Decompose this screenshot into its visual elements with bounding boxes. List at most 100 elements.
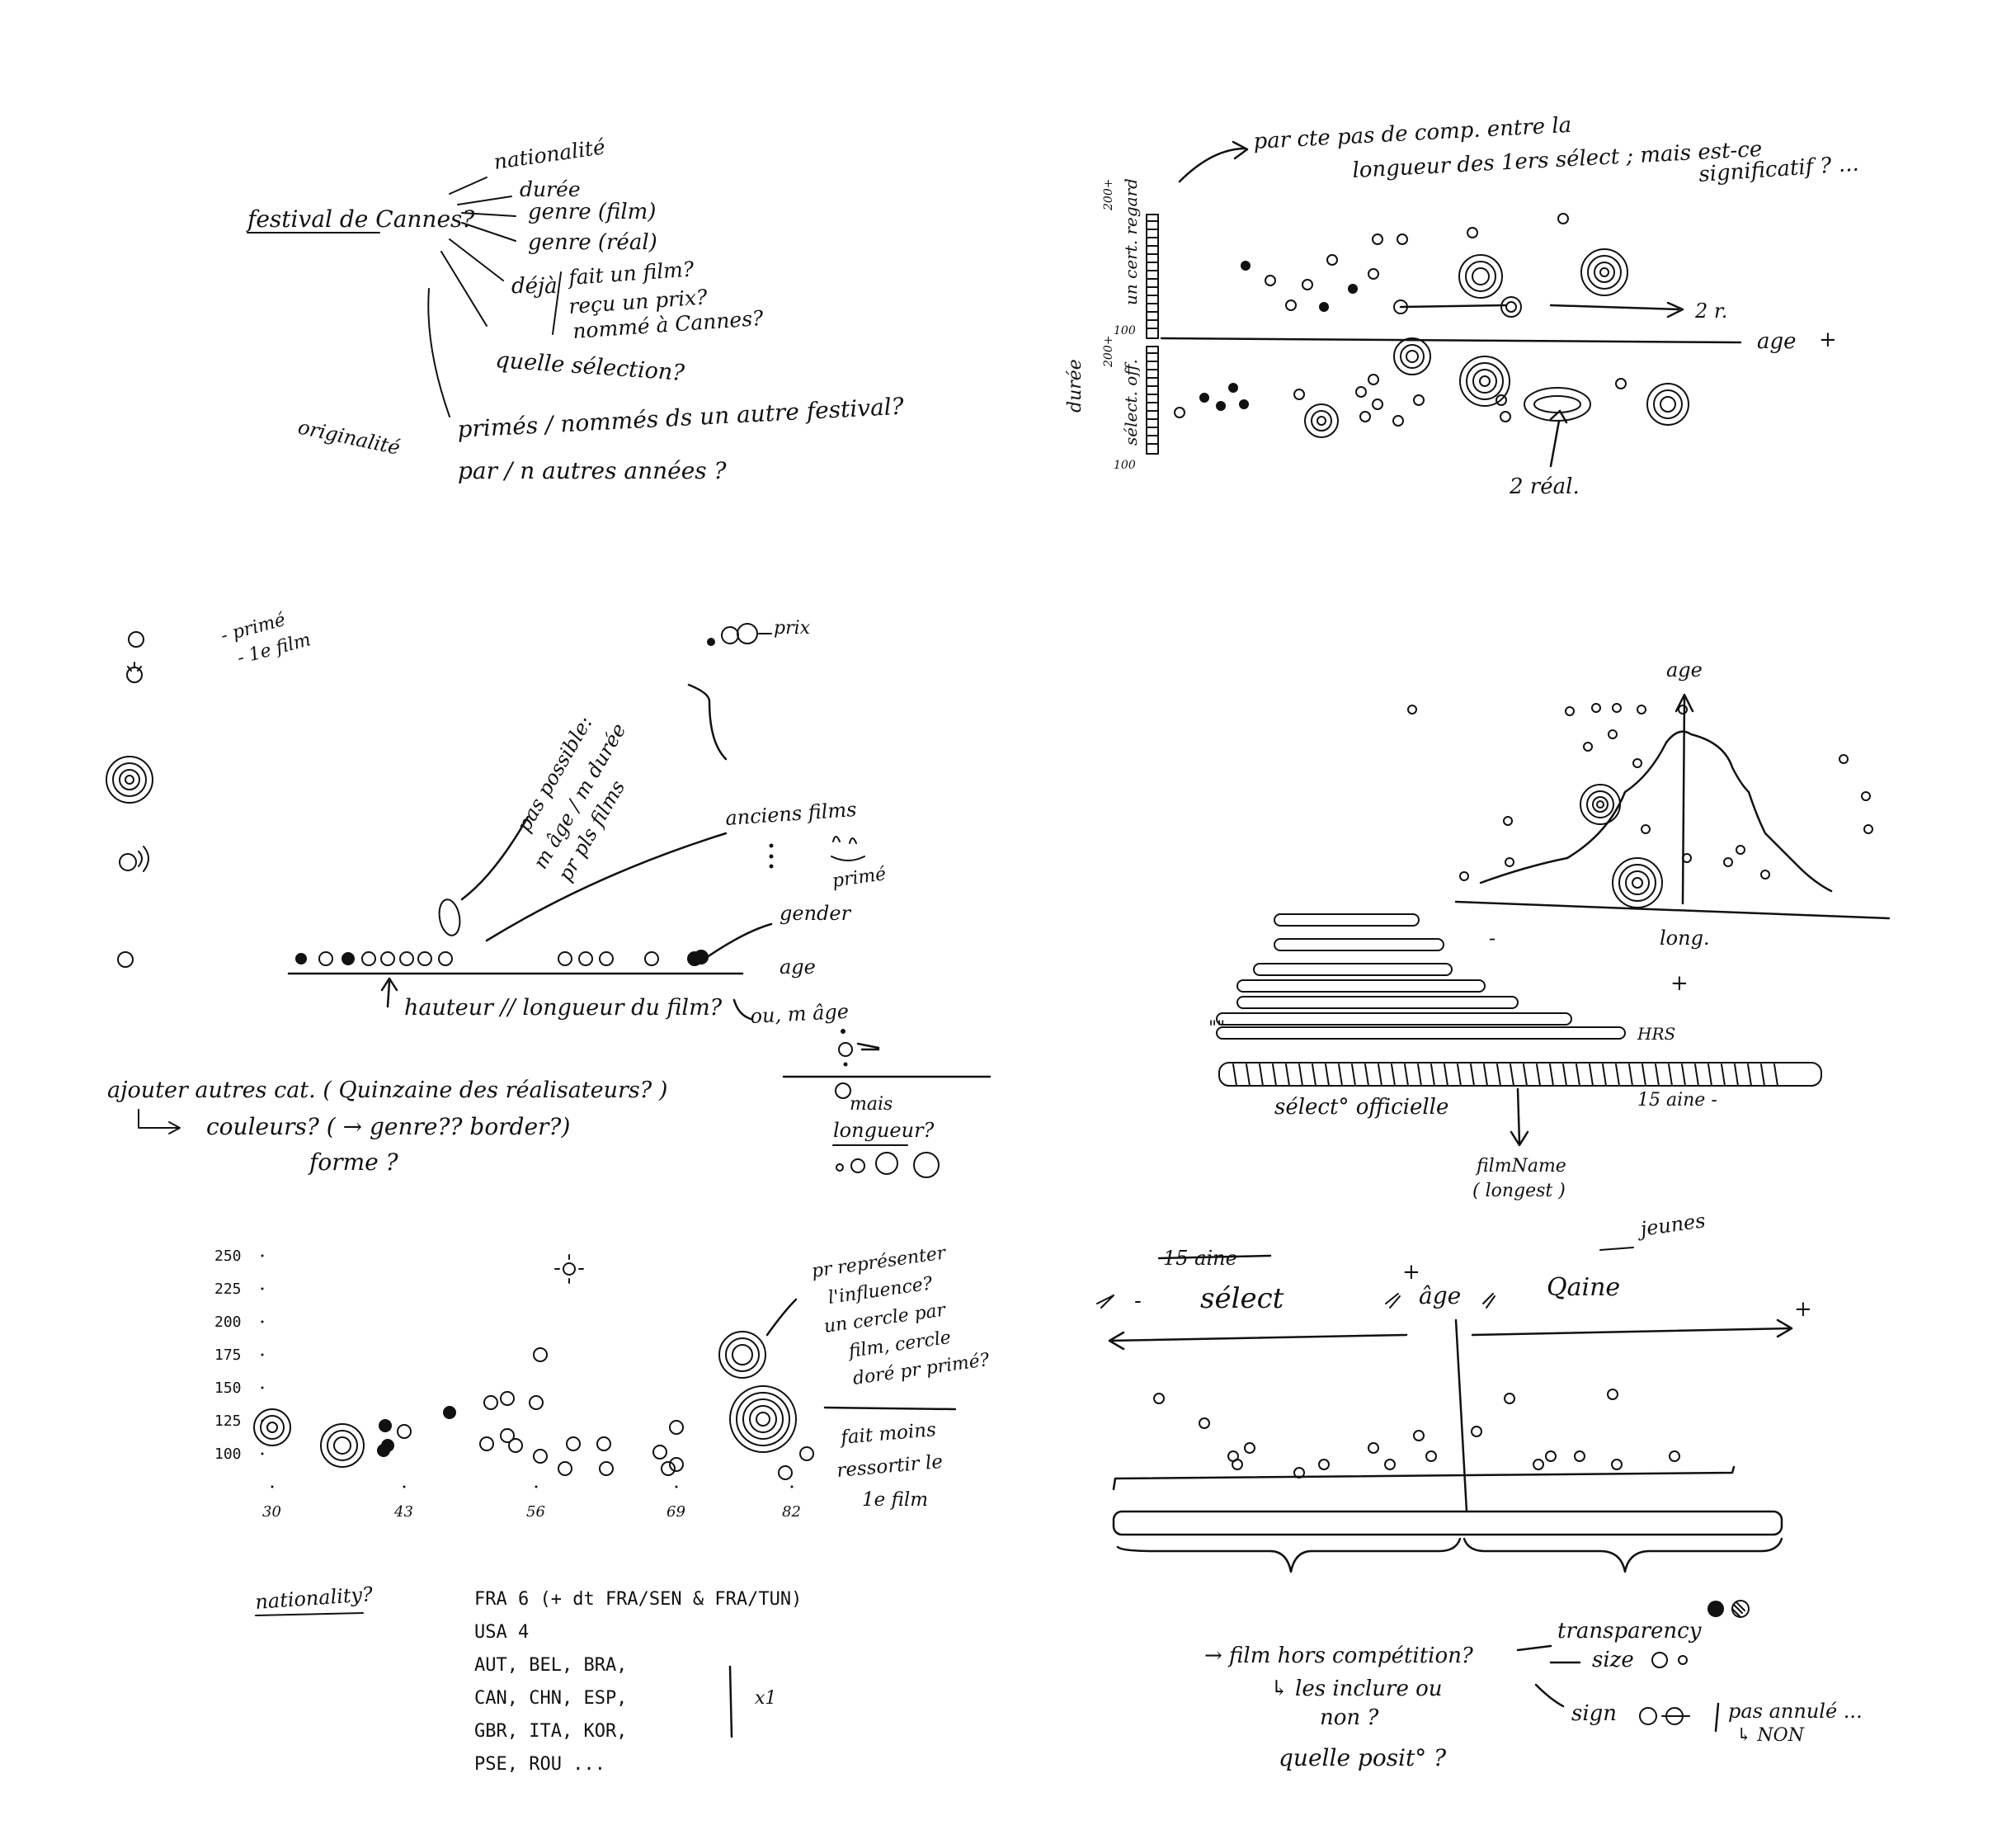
top-film-ring: [1458, 254, 1503, 299]
p6-scatter: [1153, 1389, 1680, 1479]
p4-point: [1678, 705, 1688, 714]
label-select: sélect. off.: [1121, 359, 1141, 446]
nat-row-1: FRA 6 (+ dt FRA/SEN & FRA/TUN): [474, 1589, 802, 1610]
timeline-dot: [644, 951, 659, 966]
ou-m-age-symbols: [782, 1029, 992, 1099]
bottom-film-mark: [1496, 394, 1507, 406]
scatter-top-marks: [1241, 213, 1628, 318]
p4-tick: [1417, 1063, 1422, 1087]
p5-ring: [725, 1337, 760, 1372]
p5-y-tick-dot: [261, 1386, 264, 1389]
p5-mark: [533, 1449, 548, 1464]
top-film-ring: [1505, 301, 1517, 313]
top-film-ring: [1465, 261, 1496, 292]
top-film-ring: [1393, 299, 1408, 314]
timeline-dot: [578, 951, 593, 966]
p4-bar: [1216, 1026, 1626, 1040]
p4-timeline-bar: [1218, 1062, 1822, 1087]
age-axis: [1160, 337, 1742, 344]
timeline-dot: [599, 951, 614, 966]
p6-point: [1368, 1442, 1379, 1454]
bottom-film-ring: [1466, 362, 1504, 400]
p5-mark: [529, 1395, 544, 1410]
p4-point: [1591, 703, 1601, 713]
p5-note2-3: 1e film: [862, 1489, 928, 1511]
p4-tick: [1325, 1063, 1330, 1087]
timeline-dot: [438, 951, 453, 966]
age-axis-label: age: [1757, 329, 1797, 354]
duration-bar-ticks: [1146, 220, 1159, 445]
p5-y-tick: 225: [214, 1280, 242, 1298]
p6-point: [1669, 1450, 1680, 1462]
jeunes-label: jeunes: [1635, 1209, 1707, 1241]
timeline-dots: [295, 950, 709, 966]
split-arrows: [1096, 1293, 1793, 1513]
p5-y-tick: 175: [214, 1346, 242, 1364]
bottom-film-mark: [1368, 374, 1379, 385]
p4-tick: [1523, 1063, 1528, 1087]
p4-tick: [1707, 1063, 1712, 1087]
top-film-ring: [1472, 267, 1490, 285]
bottom-film-mark: [1615, 378, 1627, 389]
panel-timeline: - primé - 1e film prix hauteur // longue…: [106, 610, 992, 1178]
p6-point: [1244, 1442, 1255, 1454]
p5-mark: [669, 1420, 684, 1435]
bottom-film-mark: [1355, 386, 1367, 398]
p4-plus: +: [1670, 971, 1689, 996]
p5-y-tick-dot: [261, 1320, 264, 1323]
p4-age-label: age: [1666, 658, 1703, 681]
p4-bar: [1216, 1012, 1572, 1026]
nat-row-5: GBR, ITA, KOR,: [474, 1721, 627, 1742]
p4-tick: [1259, 1063, 1264, 1087]
bottom-film-ring: [1646, 383, 1689, 426]
p5-mark: [500, 1391, 515, 1406]
ajouter-label: ajouter autres cat. ( Quinzaine des réal…: [107, 1078, 667, 1103]
p5-mark: [799, 1446, 814, 1461]
p5-y-tick: 125: [214, 1412, 242, 1430]
p6-point: [1611, 1459, 1623, 1470]
p6-point: [1153, 1393, 1165, 1404]
p4-tick: [1536, 1063, 1541, 1087]
p5-ring: [327, 1430, 358, 1461]
p4-point: [1505, 857, 1514, 867]
p4-quote-mark: "": [1208, 1018, 1225, 1039]
timeline-dot: [361, 951, 376, 966]
p6-bottom-bar: [1112, 1510, 1783, 1536]
top-film-mark: [1265, 275, 1276, 286]
p4-ring: [1612, 857, 1663, 908]
p5-x-tick-dot: [675, 1485, 678, 1488]
p5-mark: [596, 1436, 611, 1451]
two-r-label: 2 r.: [1694, 299, 1727, 323]
nat-row-2: USA 4: [474, 1622, 529, 1643]
p4-point: [1632, 758, 1642, 768]
non-label: non ?: [1320, 1705, 1379, 1730]
p5-x-tick: 82: [782, 1503, 801, 1521]
p5-x-tick: 30: [262, 1503, 281, 1521]
p5-mark: [661, 1461, 676, 1476]
p4-point: [1503, 816, 1513, 826]
p4-minus: -: [1489, 927, 1496, 950]
p5-ring: [260, 1415, 285, 1440]
p4-tick: [1364, 1063, 1369, 1087]
p4-scatter: [1407, 703, 1873, 908]
p4-tick: [1338, 1063, 1343, 1087]
p4-point: [1839, 754, 1849, 764]
size-circles: [836, 1152, 940, 1178]
p5-ring: [320, 1423, 365, 1468]
legend-symbols: [106, 631, 153, 968]
branch-fait-film: fait un film?: [566, 257, 695, 290]
branch-lines: [427, 177, 562, 417]
p4-timeline-ticks: [1232, 1063, 1778, 1087]
ou-m-age-label: ou, m âge: [750, 1000, 850, 1028]
bottom-film-ring: [1317, 416, 1326, 426]
p4-point: [1459, 871, 1469, 881]
p5-mark: [566, 1436, 581, 1451]
sign-label: sign: [1571, 1701, 1617, 1726]
top-film-mark: [1368, 268, 1379, 280]
p4-tick: [1470, 1063, 1475, 1087]
p4-ring: [1632, 877, 1643, 889]
anciens-dots: [769, 843, 774, 869]
forme-label: forme ?: [308, 1148, 399, 1176]
p6-point: [1425, 1450, 1437, 1462]
